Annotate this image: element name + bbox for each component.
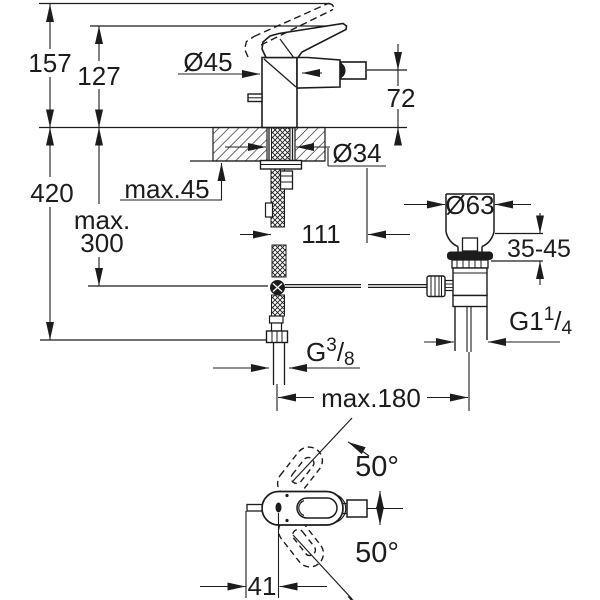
handle-lever (261, 22, 348, 59)
dim-max45 (120, 163, 226, 201)
dim-dia34 (225, 143, 386, 167)
label-g-38: G3/8 (306, 335, 355, 370)
handle-raised-tip (327, 2, 335, 10)
handle-raised-front (243, 35, 255, 58)
handle-raised-dashed (243, 2, 335, 58)
aerator-joint-shadow (341, 63, 346, 78)
dim-dia45 (178, 69, 322, 78)
label-max300-line1: max. (74, 205, 130, 235)
label-50deg-up: 50° (355, 451, 399, 483)
handle-raised-top (253, 2, 329, 38)
spout-plan-left-arc (298, 499, 305, 517)
label-max300-line2: 300 (80, 228, 123, 258)
faucet-front-view (243, 2, 367, 129)
label-127: 127 (77, 61, 120, 91)
centerline-dot-top (285, 493, 289, 498)
rod-cross-highlight (272, 283, 283, 292)
spout-plan-outline (296, 497, 338, 519)
hose-braid-mid (271, 244, 287, 278)
label-g1-14: G11/4 (509, 304, 573, 339)
waste-assembly (426, 193, 495, 411)
dim-max180 (276, 384, 468, 411)
dim-111 (240, 168, 410, 243)
angle-line-up (292, 417, 353, 482)
rod-clamp-screw (444, 279, 454, 292)
waste-taper-left (445, 231, 459, 248)
label-dia34: Ø34 (332, 138, 381, 168)
waste-valve-body (452, 267, 488, 297)
label-111: 111 (301, 219, 341, 249)
waste-seal-collar (447, 251, 493, 260)
hose-ferrule (268, 315, 284, 324)
waste-body-base (452, 294, 488, 308)
label-max45: max.45 (124, 174, 209, 204)
label-35-45: 35-45 (507, 235, 571, 263)
swivel-arc-arrow-up (347, 441, 370, 457)
label-max180: max.180 (321, 383, 421, 413)
faucet-body (261, 56, 298, 129)
dimension-labels: 157 127 Ø45 72 420 max.45 Ø34 max. 300 1… (28, 47, 572, 600)
faucet-top-view (246, 417, 403, 600)
label-420: 420 (30, 178, 73, 208)
waste-taper-right (481, 231, 495, 248)
deck-hatch-right (294, 126, 326, 162)
swivel-arc-arrow-down (347, 596, 364, 600)
hose-clip (264, 202, 274, 218)
label-41: 41 (248, 571, 277, 600)
spout-wedge-edge (263, 58, 297, 88)
popup-rod (285, 284, 427, 288)
cartridge-center-dot (275, 502, 282, 513)
label-157: 157 (28, 48, 71, 78)
hose-neck (270, 322, 283, 332)
label-50deg-down: 50° (355, 537, 399, 569)
centerline-dot-bottom (285, 518, 289, 523)
mounting-stud (279, 170, 294, 190)
handle-swivel-down-hole (291, 528, 317, 557)
angle-line-down (292, 534, 353, 600)
deck-hatch-left (212, 126, 268, 162)
rod-stub-plan (246, 503, 263, 512)
handle-swivel-up-hole (290, 456, 315, 485)
body-plan-right-arc (334, 493, 347, 524)
label-72: 72 (387, 83, 416, 113)
shank-and-hoses (259, 127, 427, 385)
aerator-plan (346, 499, 368, 518)
label-dia45: Ø45 (183, 47, 232, 77)
hose-nut-ridges (271, 331, 283, 343)
waste-lock-ring-ridges (456, 260, 482, 268)
dimension-lines (46, 4, 560, 598)
hose-braid-shank (271, 127, 291, 161)
handle-raised-bottom (260, 8, 334, 46)
handle-crease (279, 38, 295, 59)
knurled-knob-ridges (430, 276, 442, 297)
waste-plug-pin (461, 237, 479, 252)
dim-41 (200, 511, 327, 598)
label-dia63: Ø63 (445, 190, 494, 220)
knurled-knob (426, 275, 446, 298)
hose-braid-lower (271, 294, 285, 317)
